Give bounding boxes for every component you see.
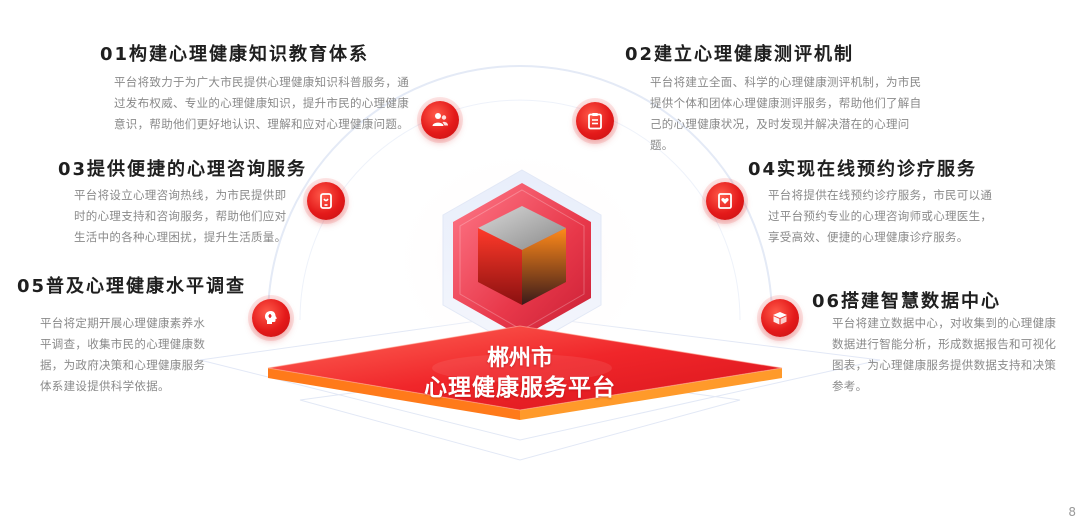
item-04-icon [706,182,744,220]
item-04-title: 04实现在线预约诊疗服务 [748,159,978,180]
item-01-desc: 平台将致力于为广大市民提供心理健康知识科普服务，通过发布权威、专业的心理健康知识… [114,75,409,131]
item-02-icon [576,102,614,140]
center-title-platform: 心理健康服务平台 [424,375,616,401]
item-06-desc: 平台将建立数据中心，对收集到的心理健康数据进行智能分析，形成数据报告和可视化图表… [832,316,1057,393]
item-01-title: 01构建心理健康知识教育体系 [100,44,370,65]
heart-check-icon [718,193,732,209]
box-icon [773,312,787,325]
item-05-title: 05普及心理健康水平调查 [17,276,247,297]
item-02-desc: 平台将建立全面、科学的心理健康测评机制，为市民提供个体和团体心理健康测评服务，帮… [650,75,922,152]
item-05-icon [252,299,290,337]
page-number: 8 [1068,505,1076,519]
item-03-title: 03提供便捷的心理咨询服务 [58,159,308,180]
item-02-title: 02建立心理健康测评机制 [625,44,855,65]
item-06-icon [761,299,799,337]
phone-icon [320,193,332,209]
clipboard-icon [588,113,602,130]
item-01-icon [421,101,459,139]
center-title-city: 郴州市 [486,346,553,371]
item-06-title: 06搭建智慧数据中心 [812,291,1002,312]
people-icon [432,113,448,126]
item-03-desc: 平台将设立心理咨询热线，为市民提供即时的心理支持和咨询服务，帮助他们应对生活中的… [74,188,287,244]
item-04-desc: 平台将提供在线预约诊疗服务，市民可以通过平台预约专业的心理咨询师或心理医生，享受… [768,188,993,244]
item-03-icon [307,182,345,220]
item-05-desc: 平台将定期开展心理健康素养水平调查，收集市民的心理健康数据，为政府决策和心理健康… [40,316,206,393]
brain-icon [265,311,277,324]
